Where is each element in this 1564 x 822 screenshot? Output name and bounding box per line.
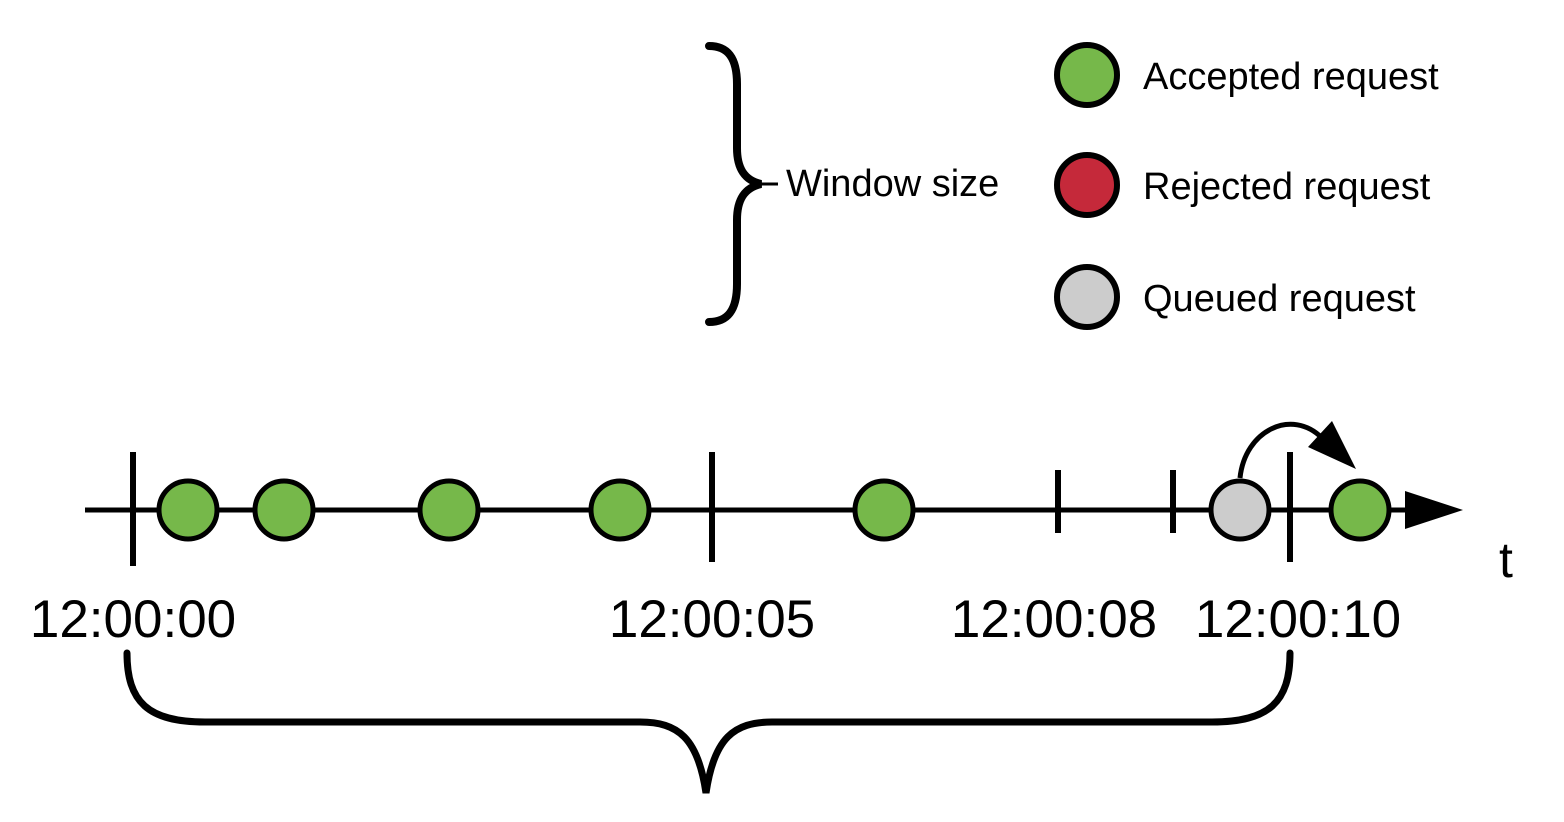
time-axis-label: t: [1499, 532, 1513, 588]
request-dot: [156, 478, 220, 542]
legend-swatch-queued-icon: [1054, 264, 1120, 330]
requeue-arrowhead-icon: [1308, 421, 1356, 469]
request-dot: [852, 478, 916, 542]
legend-label-rejected: Rejected request: [1143, 166, 1431, 208]
legend-swatch-accepted-icon: [1054, 42, 1120, 108]
legend: Accepted request Rejected request Queued…: [1054, 42, 1439, 330]
legend-item-accepted: Accepted request: [1054, 42, 1439, 108]
legend-item-rejected: Rejected request: [1054, 152, 1431, 218]
tick-label-1200-05: 12:00:05: [609, 590, 815, 649]
legend-label-queued: Queued request: [1143, 278, 1416, 320]
request-dot: [417, 478, 481, 542]
request-dot: [1328, 478, 1392, 542]
tick-label-1200-08: 12:00:08: [951, 590, 1157, 649]
request-dot: [588, 478, 652, 542]
request-dot: [252, 478, 316, 542]
legend-label-accepted: Accepted request: [1143, 56, 1439, 98]
window-size-brace: [705, 42, 778, 326]
request-dots: [156, 478, 1392, 542]
requeue-arrow: [1237, 421, 1356, 479]
requeue-arrow-curve: [1237, 421, 1324, 479]
window-size-label: Window size: [786, 163, 999, 205]
request-dot: [1208, 478, 1272, 542]
window-span-brace: [123, 649, 1294, 794]
legend-swatch-rejected-icon: [1054, 152, 1120, 218]
tick-label-1200-00: 12:00:00: [30, 590, 236, 649]
tick-label-1200-10: 12:00:10: [1195, 590, 1401, 649]
legend-item-queued: Queued request: [1054, 264, 1416, 330]
axis-arrowhead-icon: [1405, 491, 1463, 529]
